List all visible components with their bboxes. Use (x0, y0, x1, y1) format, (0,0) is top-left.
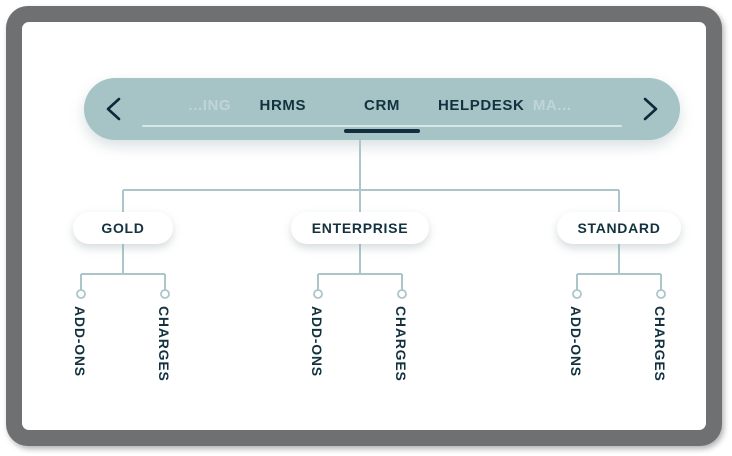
tab-list: ...ING HRMS CRM HELPDESK MA... (132, 78, 632, 140)
leaf-gold-charges[interactable]: CHARGES (156, 306, 172, 382)
module-nav-bar: ...ING HRMS CRM HELPDESK MA... (84, 78, 680, 140)
tab-hrms[interactable]: HRMS (259, 96, 307, 114)
chevron-right-icon (640, 96, 660, 122)
hierarchy-tree: GOLD ENTERPRISE STANDARD ADD-ONS CHARGES… (22, 22, 706, 430)
leaf-gold-add-ons[interactable]: ADD-ONS (72, 306, 88, 377)
tab-marketing-partial[interactable]: MA... (532, 96, 572, 114)
nav-next-button[interactable] (630, 78, 670, 140)
tab-billing-partial[interactable]: ...ING (188, 96, 232, 114)
leaf-standard-add-ons[interactable]: ADD-ONS (568, 306, 584, 377)
nav-prev-button[interactable] (94, 78, 134, 140)
node-enterprise[interactable]: ENTERPRISE (291, 212, 429, 244)
leaf-enterprise-charges[interactable]: CHARGES (393, 306, 409, 382)
device-bezel: ...ING HRMS CRM HELPDESK MA... (6, 6, 722, 446)
node-gold[interactable]: GOLD (73, 212, 173, 244)
screen-content-area: ...ING HRMS CRM HELPDESK MA... (22, 22, 706, 430)
leaf-enterprise-add-ons[interactable]: ADD-ONS (309, 306, 325, 377)
chevron-left-icon (104, 96, 124, 122)
tab-helpdesk[interactable]: HELPDESK (437, 96, 525, 114)
tab-crm[interactable]: CRM (332, 78, 431, 140)
leaf-standard-charges[interactable]: CHARGES (652, 306, 668, 382)
node-standard[interactable]: STANDARD (557, 212, 681, 244)
